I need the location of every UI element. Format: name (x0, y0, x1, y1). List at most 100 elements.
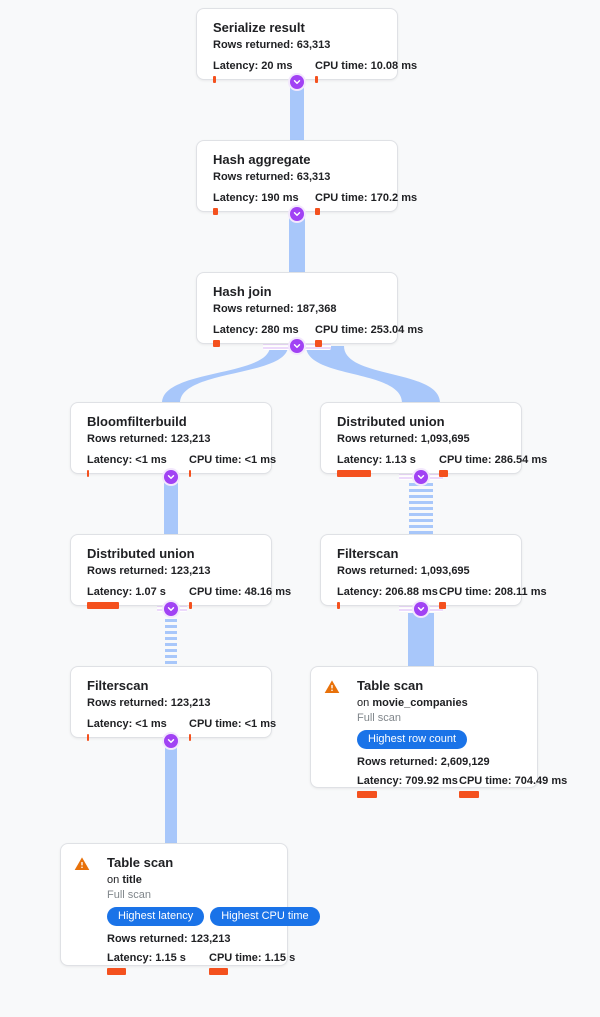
table-name: movie_companies (372, 697, 468, 709)
plan-node-table-scan-movie-companies[interactable]: Table scan on movie_companies Full scan … (310, 666, 567, 798)
plan-node-hash-aggregate[interactable]: Hash aggregate Rows returned: 63,313 Lat… (196, 140, 417, 215)
latency-label: Latency: 1.07 s (87, 586, 166, 598)
node-title: Table scan (357, 678, 424, 693)
collapse-toggle-serialize-result[interactable] (290, 75, 304, 89)
latency-label: Latency: 190 ms (213, 192, 299, 204)
edge-bloomfilterbuild-to-distributed-union (164, 474, 178, 534)
edge-hash-join-to-distributed-union (306, 346, 440, 403)
highest-latency-badge[interactable]: Highest latency (107, 907, 205, 926)
node-rows-returned: Rows returned: 63,313 (213, 171, 331, 183)
latency-bar (107, 968, 126, 975)
cpu-time-label: CPU time: 208.11 ms (439, 586, 547, 598)
collapse-toggle-distributed-union-right[interactable] (414, 470, 428, 484)
highest-cpu-time-badge[interactable]: Highest CPU time (210, 907, 320, 926)
cpu-time-bar (189, 470, 191, 477)
node-metrics: Latency: 206.88 ms CPU time: 208.11 ms (337, 586, 547, 609)
badge-row: Highest row count (357, 730, 521, 749)
chevron-down-icon (292, 77, 302, 87)
badge-row: Highest latency Highest CPU time (107, 907, 320, 926)
chevron-down-icon (416, 472, 426, 482)
chevron-down-icon (166, 736, 176, 746)
cpu-time-bar (315, 76, 318, 83)
node-metrics: Latency: 190 ms CPU time: 170.2 ms (213, 192, 417, 215)
node-rows-returned: Rows returned: 2,609,129 (357, 756, 490, 768)
node-rows-returned: Rows returned: 187,368 (213, 303, 337, 315)
latency-bar (337, 470, 371, 477)
node-title: Serialize result (213, 20, 305, 35)
collapse-toggle-hash-join[interactable] (290, 339, 304, 353)
cpu-time-label: CPU time: <1 ms (189, 454, 277, 466)
collapse-toggle-bloomfilterbuild[interactable] (164, 470, 178, 484)
chevron-down-icon (166, 472, 176, 482)
chevron-down-icon (416, 604, 426, 614)
cpu-time-label: CPU time: 48.16 ms (189, 586, 292, 598)
chevron-down-icon (292, 341, 302, 351)
cpu-time-bar (459, 791, 479, 798)
edge-distributed-union-to-filterscan-left (165, 613, 177, 666)
node-title: Hash aggregate (213, 152, 311, 167)
plan-node-hash-join[interactable]: Hash join Rows returned: 187,368 Latency… (196, 272, 423, 347)
plan-node-filterscan-left[interactable]: Filterscan Rows returned: 123,213 Latenc… (70, 666, 276, 741)
latency-bar (87, 734, 89, 741)
latency-label: Latency: 709.92 ms (357, 775, 458, 787)
latency-label: Latency: 206.88 ms (337, 586, 438, 598)
collapse-toggle-distributed-union-left[interactable] (164, 602, 178, 616)
latency-bar (213, 76, 216, 83)
scan-type-label: Full scan (357, 712, 402, 724)
node-rows-returned: Rows returned: 1,093,695 (337, 433, 470, 445)
cpu-time-bar (189, 734, 191, 741)
latency-label: Latency: <1 ms (87, 718, 167, 730)
node-metrics: Latency: 1.07 s CPU time: 48.16 ms (87, 586, 291, 609)
latency-label: Latency: 1.15 s (107, 952, 186, 964)
plan-node-serialize-result[interactable]: Serialize result Rows returned: 63,313 L… (196, 8, 417, 83)
latency-bar (357, 791, 377, 798)
collapse-toggle-filterscan-left[interactable] (164, 734, 178, 748)
node-title: Filterscan (337, 546, 399, 561)
node-metrics: Latency: <1 ms CPU time: <1 ms (87, 454, 276, 477)
cpu-time-label: CPU time: 10.08 ms (315, 60, 418, 72)
node-title: Distributed union (87, 546, 195, 561)
node-title: Bloomfilterbuild (87, 414, 187, 429)
cpu-time-bar (209, 968, 228, 975)
table-name: title (122, 874, 142, 886)
plan-node-filterscan-right[interactable]: Filterscan Rows returned: 1,093,695 Late… (320, 534, 547, 609)
edge-filterscan-to-table-scan-right (408, 613, 434, 666)
plan-node-distributed-union-right[interactable]: Distributed union Rows returned: 1,093,6… (320, 402, 547, 477)
node-rows-returned: Rows returned: 63,313 (213, 39, 331, 51)
node-rows-returned: Rows returned: 1,093,695 (337, 565, 470, 577)
edge-hash-join-to-bloomfilterbuild (162, 346, 288, 403)
node-title: Distributed union (337, 414, 445, 429)
plan-node-table-scan-title[interactable]: Table scan on title Full scan Highest la… (60, 843, 320, 975)
collapse-toggle-filterscan-right[interactable] (414, 602, 428, 616)
edge-hash-aggregate-to-hash-join (289, 211, 305, 272)
cpu-time-label: CPU time: 704.49 ms (459, 775, 568, 787)
cpu-time-bar (315, 340, 322, 347)
node-metrics: Latency: 1.13 s CPU time: 286.54 ms (337, 454, 547, 477)
plan-node-bloomfilterbuild[interactable]: Bloomfilterbuild Rows returned: 123,213 … (70, 402, 276, 477)
node-title: Filterscan (87, 678, 149, 693)
latency-bar (87, 470, 89, 477)
scan-type-label: Full scan (107, 889, 152, 901)
cpu-time-bar (439, 470, 448, 477)
collapse-toggle-hash-aggregate[interactable] (290, 207, 304, 221)
latency-bar (213, 340, 220, 347)
node-title: Hash join (213, 284, 272, 299)
cpu-time-label: CPU time: 286.54 ms (439, 454, 548, 466)
node-metrics: Latency: <1 ms CPU time: <1 ms (87, 718, 276, 741)
highest-row-count-badge[interactable]: Highest row count (357, 730, 468, 749)
cpu-time-label: CPU time: 1.15 s (209, 952, 296, 964)
latency-bar (87, 602, 119, 609)
node-rows-returned: Rows returned: 123,213 (87, 433, 211, 445)
edge-filterscan-to-table-scan-left (165, 744, 177, 843)
latency-bar (337, 602, 340, 609)
cpu-time-label: CPU time: 170.2 ms (315, 192, 418, 204)
cpu-time-bar (189, 602, 192, 609)
node-title: Table scan (107, 855, 174, 870)
latency-label: Latency: 280 ms (213, 324, 299, 336)
node-rows-returned: Rows returned: 123,213 (107, 933, 231, 945)
plan-node-distributed-union-left[interactable]: Distributed union Rows returned: 123,213… (70, 534, 291, 609)
edge-hash-join-split (162, 346, 440, 403)
warning-icon (324, 679, 340, 695)
latency-bar (213, 208, 218, 215)
